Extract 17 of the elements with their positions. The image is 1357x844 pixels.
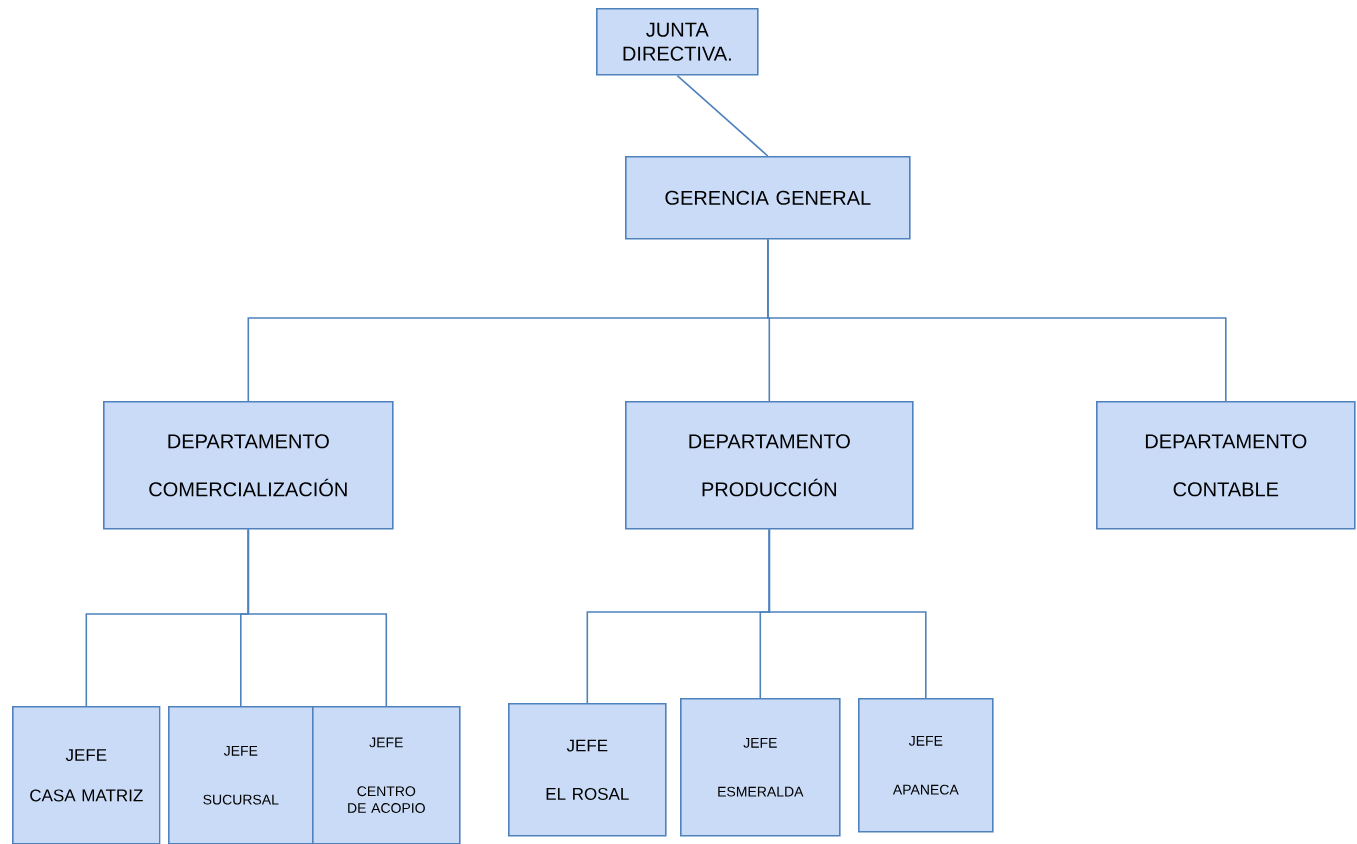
org-box: DEPARTAMENTO CONTABLE xyxy=(1096,401,1356,530)
org-box: GERENCIA GENERAL xyxy=(625,156,911,240)
org-box: DEPARTAMENTO PRODUCCIÓN xyxy=(625,401,914,530)
org-box: JEFE EL ROSAL xyxy=(508,703,667,837)
node-label: SUCURSAL xyxy=(203,794,279,805)
org-box: JEFE CENTRO DE ACOPIO xyxy=(312,706,461,844)
connector-line xyxy=(768,528,927,699)
org-box: JEFE SUCURSAL xyxy=(168,706,314,844)
org-box: JEFE APANECA xyxy=(858,698,994,833)
connector-line xyxy=(676,74,769,157)
org-box: JEFE CASA MATRIZ xyxy=(12,706,161,844)
org-box: JEFE ESMERALDA xyxy=(680,698,841,837)
org-box: DEPARTAMENTO COMERCIALIZACIÓN xyxy=(103,401,394,530)
connector-line xyxy=(767,238,1227,402)
connector-line xyxy=(247,528,388,707)
org-box: JUNTA DIRECTIVA. xyxy=(596,8,759,76)
node-label: JEFE xyxy=(223,746,258,756)
